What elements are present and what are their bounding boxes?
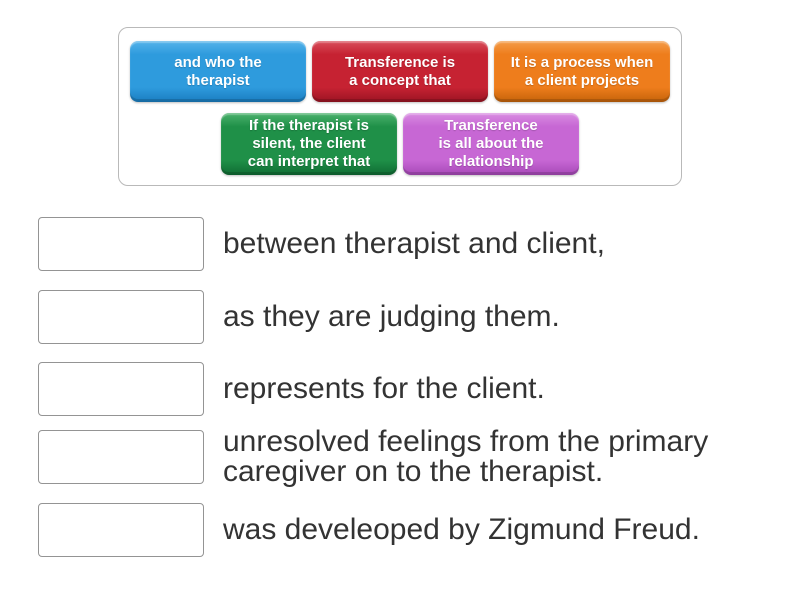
word-bank-row-2: If the therapist is silent, the client c… <box>119 113 681 175</box>
sentence-row-5: was develeoped by Zigmund Freud. <box>38 503 800 557</box>
sentence-fragment-1: between therapist and client, <box>223 227 605 260</box>
word-chip-label: It is a process when a client projects <box>510 53 654 89</box>
sentence-fragment-4: unresolved feelings from the primary car… <box>223 425 709 488</box>
sentence-fragment-3: represents for the client. <box>223 372 545 405</box>
word-chip-and-who-the-therapist[interactable]: and who the therapist <box>130 41 306 102</box>
sentence-row-1: between therapist and client, <box>38 217 800 271</box>
answer-slot-2[interactable] <box>38 290 204 344</box>
sentence-row-4: unresolved feelings from the primary car… <box>38 427 800 487</box>
word-chip-if-the-therapist-is-silent[interactable]: If the therapist is silent, the client c… <box>221 113 397 175</box>
answer-slot-3[interactable] <box>38 362 204 416</box>
word-chip-label: and who the therapist <box>174 53 262 89</box>
word-bank-row-1: and who the therapist Transference is a … <box>119 41 681 102</box>
word-chip-label: Transference is all about the relationsh… <box>438 117 544 170</box>
answer-slot-5[interactable] <box>38 503 204 557</box>
word-chip-transference-is-a-concept-that[interactable]: Transference is a concept that <box>312 41 488 102</box>
word-bank-tray: and who the therapist Transference is a … <box>118 27 682 186</box>
sentence-list: between therapist and client, as they ar… <box>38 217 800 557</box>
sentence-fragment-5: was develeoped by Zigmund Freud. <box>223 513 700 546</box>
sentence-row-2: as they are judging them. <box>38 290 800 344</box>
answer-slot-1[interactable] <box>38 217 204 271</box>
word-chip-label: If the therapist is silent, the client c… <box>247 117 371 170</box>
word-chip-label: Transference is a concept that <box>344 53 456 89</box>
sentence-row-3: represents for the client. <box>38 362 800 416</box>
word-chip-it-is-a-process-when[interactable]: It is a process when a client projects <box>494 41 670 102</box>
sentence-fragment-2: as they are judging them. <box>223 300 560 333</box>
word-chip-transference-is-all-about[interactable]: Transference is all about the relationsh… <box>403 113 579 175</box>
answer-slot-4[interactable] <box>38 430 204 484</box>
